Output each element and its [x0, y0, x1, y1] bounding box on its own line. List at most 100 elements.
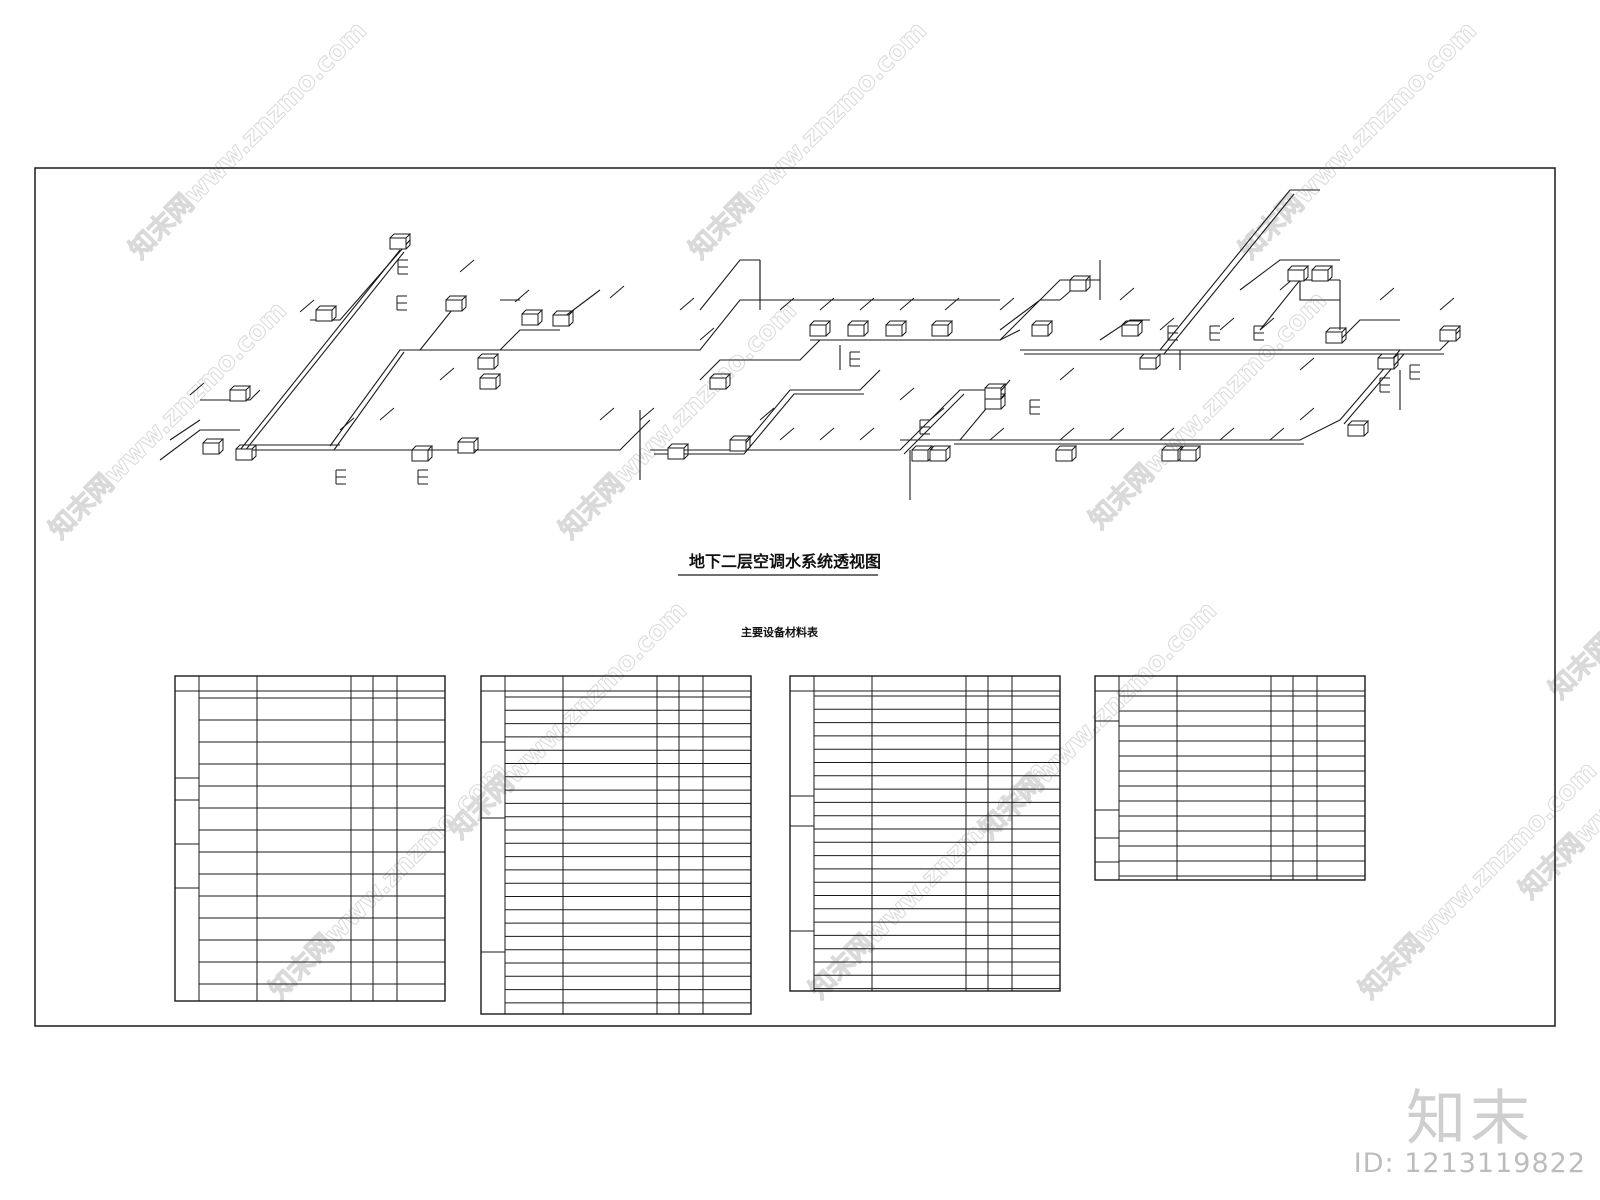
equipment-table — [480, 675, 752, 1015]
image-id: ID: 1213119822 — [1353, 1148, 1586, 1179]
fan-coil-unit-icon — [885, 320, 908, 337]
fan-coil-unit-icon — [477, 353, 500, 370]
annotation-tick — [859, 427, 875, 441]
annotation-tick — [1219, 427, 1235, 441]
fan-coil-unit-icon — [911, 445, 934, 462]
watermark-text: 知末网www.znzmo.com — [1234, 16, 1483, 265]
fan-coil-unit-icon — [809, 320, 832, 337]
equipment-material-tables — [174, 675, 1366, 1015]
fan-coil-unit-icon — [315, 305, 338, 322]
fan-coil-unit-icon — [1055, 445, 1078, 462]
pipe-valve-mark — [396, 295, 407, 311]
fan-coil-unit-icon — [1311, 265, 1334, 282]
annotation-tick — [1299, 357, 1315, 371]
annotation-tick — [819, 427, 835, 441]
pipe-valve-mark — [919, 419, 930, 435]
pipe-valve-mark — [335, 469, 346, 485]
pipe-valve-mark — [1167, 325, 1178, 341]
watermark-text: 知末网www.znzmo.com — [1544, 456, 1600, 705]
pipe-valve-mark — [1379, 377, 1390, 393]
annotation-tick — [899, 297, 915, 311]
fan-coil-unit-icon — [847, 320, 870, 337]
fan-coil-unit-icon — [929, 445, 952, 462]
annotation-tick — [379, 407, 395, 421]
fan-coil-unit-icon — [521, 309, 544, 326]
annotation-tick — [1299, 407, 1315, 421]
annotation-tick — [759, 407, 775, 421]
fan-coil-unit-icon — [984, 383, 1007, 400]
pipe-valve-mark — [417, 469, 428, 485]
annotation-tick — [1159, 317, 1175, 331]
fan-coil-unit-icon — [729, 435, 752, 452]
annotation-tick — [599, 407, 615, 421]
fan-coil-unit-icon — [202, 438, 225, 455]
watermark-text: 知末网www.znzmo.com — [124, 16, 373, 265]
pipe-valve-mark — [1409, 364, 1420, 380]
fan-coil-unit-icon — [389, 233, 412, 250]
annotation-tick — [189, 382, 205, 396]
watermark-text: 知末网www.znzmo.com — [684, 16, 933, 265]
annotation-tick — [1379, 287, 1395, 301]
fan-coil-unit-icon — [445, 295, 468, 312]
watermark-text: 知末网www.znzmo.com — [804, 756, 1053, 1005]
equipment-table — [789, 675, 1061, 992]
fan-coil-units — [202, 233, 1462, 462]
annotation-tick — [1259, 317, 1275, 331]
annotation-tick — [1439, 297, 1455, 311]
fan-coil-unit-icon — [1069, 275, 1092, 292]
watermark-text: 知末网www.znzmo.com — [264, 756, 513, 1005]
annotation-tick — [1059, 427, 1075, 441]
annotation-tick — [339, 417, 355, 431]
table-title: 主要设备材料表 — [741, 625, 819, 639]
annotation-tick — [439, 367, 455, 381]
fan-coil-unit-icon — [1121, 320, 1144, 337]
annotation-tick — [639, 407, 655, 421]
fan-coil-unit-icon — [1325, 327, 1348, 344]
annotation-tick — [1119, 287, 1135, 301]
fan-coil-unit-icon — [1031, 320, 1054, 337]
annotation-tick — [679, 297, 695, 311]
fan-coil-unit-icon — [457, 437, 480, 454]
annotation-tick — [944, 297, 960, 311]
annotation-tick — [899, 387, 915, 401]
pipe-valve-mark — [1029, 399, 1040, 415]
annotation-tick — [999, 297, 1015, 311]
fan-coil-unit-icon — [1439, 325, 1462, 342]
annotation-tick — [1109, 427, 1125, 441]
drawing-title: 地下二层空调水系统透视图 — [689, 552, 881, 571]
annotation-tick — [1219, 317, 1235, 331]
fan-coil-unit-icon — [479, 373, 502, 390]
watermark-text: 知末网www.znzmo.com — [1084, 286, 1333, 535]
annotation-tick — [299, 299, 315, 313]
equipment-table — [174, 675, 446, 1002]
fan-coil-unit-icon — [667, 443, 690, 460]
pipe-annotation-ticks — [189, 259, 1455, 485]
annotation-tick — [609, 285, 625, 299]
annotation-tick — [514, 289, 530, 303]
fan-coil-unit-icon — [411, 445, 434, 462]
annotation-tick — [1159, 427, 1175, 441]
watermark-text: 知末网www.znzmo.com — [554, 296, 803, 545]
annotation-tick — [989, 427, 1005, 441]
pipe-valve-mark — [397, 259, 408, 275]
brand-watermark: 知末 — [1406, 1084, 1534, 1154]
annotation-tick — [929, 407, 945, 421]
annotation-tick — [779, 427, 795, 441]
annotation-tick — [819, 297, 835, 311]
equipment-table — [1094, 675, 1366, 881]
annotation-tick — [859, 297, 875, 311]
fan-coil-unit-icon — [1179, 445, 1202, 462]
annotation-tick — [1059, 367, 1075, 381]
fan-coil-unit-icon — [552, 310, 575, 327]
fan-coil-unit-icon — [1139, 353, 1162, 370]
watermark-text: 知末网www.znzmo.com — [1354, 756, 1600, 1005]
pipe-valve-mark — [1253, 325, 1264, 341]
annotation-tick — [779, 297, 795, 311]
pipe-valve-mark — [1209, 325, 1220, 341]
fan-coil-unit-icon — [235, 444, 258, 461]
pipe-valve-mark — [849, 351, 860, 367]
annotation-tick — [1269, 427, 1285, 441]
fan-coil-unit-icon — [931, 320, 954, 337]
